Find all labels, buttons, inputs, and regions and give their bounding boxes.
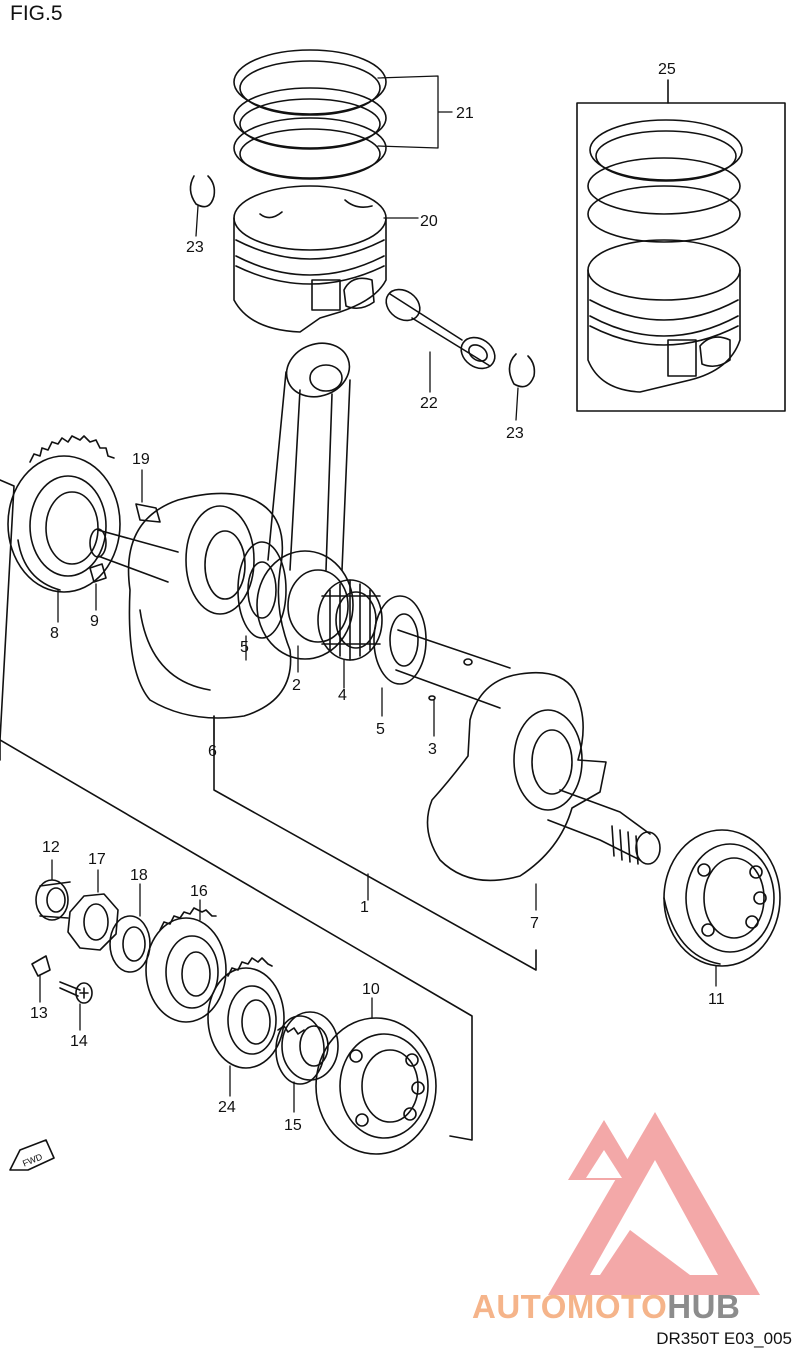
callout-6: 6	[208, 743, 217, 760]
woodruff-key-upper	[135, 503, 161, 523]
pump-drive-gear	[275, 1011, 339, 1085]
balancer-driven-gear	[207, 957, 285, 1069]
callout-23: 23	[506, 425, 524, 442]
callout-11: 11	[708, 991, 725, 1008]
callout-14: 14	[70, 1033, 88, 1050]
bush	[35, 879, 71, 921]
callout-12: 12	[42, 839, 60, 856]
callout-1: 1	[360, 899, 369, 916]
callout-2: 2	[292, 677, 301, 694]
callout-20: 20	[420, 213, 438, 230]
circlip-lower	[508, 353, 536, 388]
callout-21: 21	[456, 105, 474, 122]
callout-13: 13	[30, 1005, 48, 1022]
crankshaft-bearing-left	[315, 1017, 437, 1155]
primary-drive-gear	[7, 435, 121, 593]
callout-23: 23	[186, 239, 204, 256]
callout-19: 19	[132, 451, 150, 468]
crankshaft-bearing-right	[663, 829, 781, 967]
callout-15: 15	[284, 1117, 302, 1134]
piston-rings	[233, 49, 387, 180]
watermark-brand-part1: AUTOMOTO	[472, 1288, 668, 1325]
needle-bearing	[317, 579, 383, 661]
crank-web-left	[127, 492, 292, 719]
fwd-arrow-icon	[9, 1139, 55, 1171]
callout-5: 5	[240, 639, 249, 656]
woodruff-key-lower	[89, 563, 107, 583]
callout-3: 3	[428, 741, 437, 758]
hex-nut	[67, 893, 119, 951]
callout-5: 5	[376, 721, 385, 738]
connecting-rod	[256, 342, 354, 660]
balancer-drive-gear	[145, 907, 227, 1023]
callout-18: 18	[130, 867, 148, 884]
crank-pin-shaft	[395, 629, 511, 709]
callout-10: 10	[362, 981, 380, 998]
watermark-logo	[548, 1112, 760, 1295]
callout-7: 7	[530, 915, 539, 932]
callout-22: 22	[420, 395, 438, 412]
piston-pin	[385, 288, 496, 370]
assembly-bracket	[0, 479, 537, 1141]
callout-9: 9	[90, 613, 99, 630]
callout-16: 16	[190, 883, 208, 900]
callout-4: 4	[338, 687, 347, 704]
figure-title: FIG.5	[10, 2, 63, 25]
callout-8: 8	[50, 625, 59, 642]
circlip-upper	[189, 175, 216, 208]
watermark-brand: AUTOMOTOHUB	[472, 1288, 740, 1326]
callout-25: 25	[658, 61, 676, 78]
callout-17: 17	[88, 851, 106, 868]
lock-plate	[31, 955, 51, 977]
piston-set-box	[576, 79, 786, 412]
watermark-brand-part2: HUB	[667, 1288, 741, 1325]
figure-code: DR350T E03_005	[656, 1329, 792, 1348]
screw	[59, 981, 93, 1004]
callout-24: 24	[218, 1099, 236, 1116]
lock-washer	[109, 915, 151, 973]
piston	[233, 185, 387, 333]
crank-web-right	[426, 671, 661, 882]
